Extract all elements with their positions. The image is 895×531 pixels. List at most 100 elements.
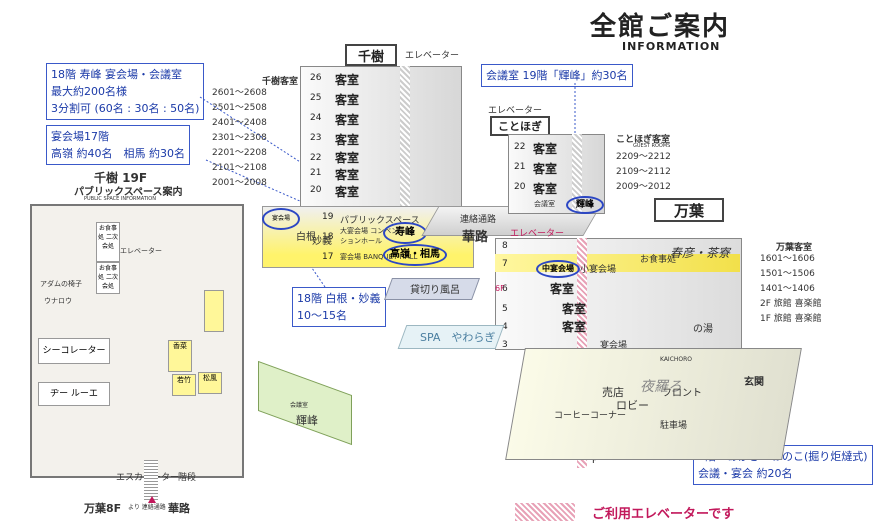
room-sea: シーコレーター <box>38 338 110 364</box>
room-wakatake: 若竹 <box>172 374 196 396</box>
floor-num: 4 <box>502 322 508 332</box>
room-range: 2401～2408 <box>212 118 267 128</box>
private-bath-floor: 6F <box>495 284 505 293</box>
callout-shirane: 18階 白根・妙義 10～15名 <box>292 287 386 327</box>
room-range: 2501～2508 <box>212 103 267 113</box>
room-range: 2001～2008 <box>212 178 267 188</box>
senju-room-ranges: 2601～2608 2501～2508 2401～2408 2301～2308 … <box>212 86 267 191</box>
stairs: 階段 <box>178 473 197 483</box>
elevator-legend-text: ご利用エレベーターです <box>592 507 735 522</box>
room-range: 2109～2112 <box>616 167 671 177</box>
room-kouna: 香菜 <box>168 340 192 372</box>
f3-banquet: 宴会場 <box>600 341 628 351</box>
f8-dining: お食事処 <box>640 255 677 265</box>
room-label: 客室 <box>335 168 360 182</box>
kotohogi-name: ことほぎ <box>490 116 550 136</box>
room-range: 2601～2608 <box>212 88 267 98</box>
senju-elevator: エレベーター <box>405 51 460 61</box>
room-range: 2009～2012 <box>616 182 671 192</box>
kihou-sub: 会議室 <box>534 200 555 208</box>
room-range: 2301～2308 <box>212 133 267 143</box>
room-range: 2201～2208 <box>212 148 267 158</box>
callout-line: 会議室 19階「輝峰」約30名 <box>486 69 628 82</box>
room-yellow-block <box>204 290 224 332</box>
room-dining2: お食事処 二次会処 <box>96 262 120 294</box>
private-bath-label: 貸切り風呂 <box>410 285 460 296</box>
callout-line: 高嶺 約40名 相馬 約30名 <box>51 147 185 160</box>
kotohogi-room-ranges: 2209～2212 2109～2112 2009～2012 <box>616 150 671 195</box>
room-label: 客室 <box>335 133 360 147</box>
callout-kotobuki: 18階 寿峰 宴会場・会議室 最大約200名様 3分割可 (60名 : 30名 … <box>46 63 205 120</box>
room-label: 客室 <box>335 93 360 107</box>
senju-elevator-shaft <box>400 66 410 206</box>
floor-num: 21 <box>514 162 526 172</box>
spa-label: SPA やわらぎ <box>420 331 496 344</box>
room-range: 1501～1506 <box>760 269 815 279</box>
kihou-sub-plan: 会議室 <box>290 402 309 409</box>
senju-name: 千樹 <box>345 44 397 66</box>
callout-takane: 宴会場17階 高嶺 約40名 相馬 約30名 <box>46 125 190 165</box>
room-rue: ヂー ルーエ <box>38 382 110 406</box>
floor-num: 22 <box>310 153 322 163</box>
f17-takane-oval: 高嶺・相馬 <box>383 244 447 266</box>
f1-front: フロント <box>662 388 702 399</box>
kotohogi-room-header-en: GUEST ROOMS <box>633 143 671 149</box>
f1-shop: 売店 <box>602 386 624 399</box>
f19-plan-subtitle: パブリックスペース案内 <box>74 187 183 198</box>
f7-medium-hall-oval: 中宴会場 <box>536 260 580 278</box>
f18-myogi: 妙義 <box>312 236 332 247</box>
floor-num: 19 <box>322 212 334 222</box>
f17-takane: 高嶺 <box>390 249 410 260</box>
room-label: 客室 <box>533 182 558 196</box>
f7-small-hall: 小宴会場 <box>580 265 617 275</box>
floor-num: P <box>592 456 598 466</box>
f19-plan-title: 千樹 19F <box>94 171 148 185</box>
floor-num: 17 <box>322 252 334 262</box>
floor-num: 5 <box>502 304 508 314</box>
f1-coffee: コーヒーコーナー <box>554 411 627 421</box>
callout-kihou: 会議室 19階「輝峰」約30名 <box>481 64 633 87</box>
passage-label: 連絡通路 <box>460 215 497 225</box>
room-range: 1401～1406 <box>760 284 815 294</box>
kaichoro-en: KAICHORO <box>660 356 693 363</box>
room-range: 1601～1606 <box>760 254 815 264</box>
room-label: 客室 <box>533 162 558 176</box>
callout-line: 最大約200名様 <box>51 85 127 98</box>
passage-end: 華路 <box>462 230 489 245</box>
room-range: 1F 旅館 喜楽館 <box>760 314 822 324</box>
kaichoro-jp: 夜羅ろ <box>640 379 682 395</box>
senju-room-header: 千樹客室 <box>262 77 299 87</box>
floor-num: 21 <box>310 168 322 178</box>
senju-tower <box>300 66 462 208</box>
room-range: 2101～2108 <box>212 163 267 173</box>
bath-label: の湯 <box>693 324 713 335</box>
manyo-lower-block <box>505 348 802 460</box>
callout-line: 宴会場17階 <box>51 130 109 143</box>
floor-num: 6 <box>502 284 508 294</box>
floor-num: 3 <box>502 340 508 350</box>
floor-num: 25 <box>310 93 322 103</box>
room-label: 客室 <box>335 151 360 165</box>
kotohogi-room-header: ことほぎ客室 <box>616 135 671 145</box>
manyo-room-header: 万葉客室 <box>776 243 813 253</box>
room-range: 2F 旅館 喜楽館 <box>760 299 822 309</box>
f18-sub: 大宴会場 コンベンションホール <box>340 227 399 245</box>
elevator-legend-swatch <box>515 503 575 521</box>
floor-num: 20 <box>514 182 526 192</box>
page-subtitle: INFORMATION <box>622 40 721 53</box>
f19-bottom-passage: より 連絡通路 <box>128 504 166 511</box>
f18-kotobuki-oval: 寿峰 <box>383 222 427 244</box>
f19-banquet-oval: 宴会場 <box>262 208 300 230</box>
floor-num: 23 <box>310 133 322 143</box>
floor-num: 20 <box>310 185 322 195</box>
arrow-up-icon <box>148 496 156 503</box>
room-label: 客室 <box>550 282 575 296</box>
f19-plan-subtitle-en: PUBLIC SPACE INFORMATION <box>84 196 156 202</box>
f18-shirane: 白根 <box>296 232 316 243</box>
f19-bottom-end: 華路 <box>168 502 190 515</box>
floor-num: 18 <box>322 232 334 242</box>
kihou-plan: 輝峰 <box>296 414 318 427</box>
floor-num: 24 <box>310 113 322 123</box>
f8-script: 春彦・茶寮 <box>670 246 731 260</box>
room-range: 2209～2212 <box>616 152 671 162</box>
